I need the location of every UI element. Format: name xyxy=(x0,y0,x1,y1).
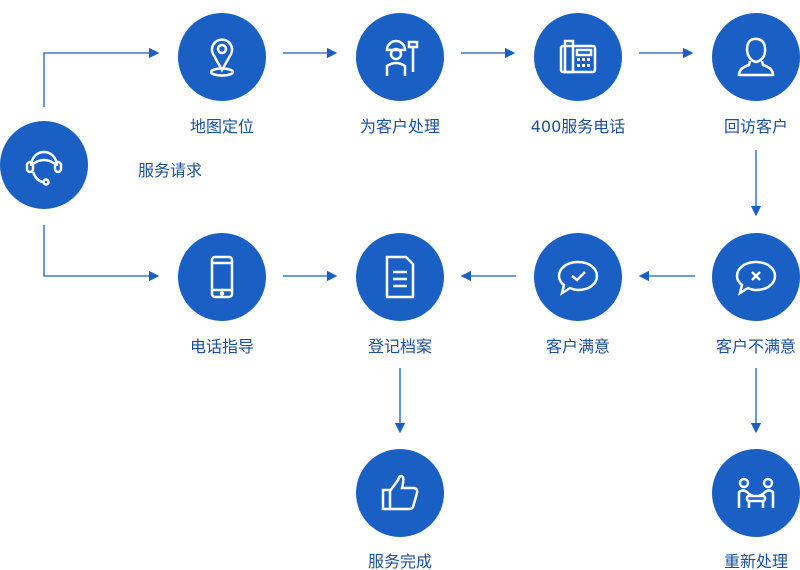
smartphone-icon xyxy=(210,255,234,299)
arrow-request-to-phone-guide xyxy=(43,225,160,282)
label-satisfied: 客户满意 xyxy=(545,337,611,356)
thumbs-up-icon xyxy=(381,474,419,511)
label-phone-guide: 电话指导 xyxy=(189,337,255,356)
node-map xyxy=(178,13,266,101)
node-request xyxy=(0,121,88,209)
node-done xyxy=(356,449,444,537)
node-hotline xyxy=(534,13,622,101)
label-callback: 回访客户 xyxy=(723,117,789,136)
label-done: 服务完成 xyxy=(367,552,433,570)
worker-icon xyxy=(385,39,419,76)
chat-x-icon xyxy=(735,260,777,296)
arrow-request-to-map xyxy=(43,47,160,107)
person-icon xyxy=(737,37,775,77)
label-handle: 为客户处理 xyxy=(359,117,441,136)
node-phone-guide xyxy=(178,233,266,321)
node-record xyxy=(356,233,444,321)
map-pin-icon xyxy=(209,38,235,77)
node-reprocess xyxy=(712,449,800,537)
chat-check-icon xyxy=(557,260,599,296)
document-icon xyxy=(385,255,415,299)
label-request: 服务请求 xyxy=(138,161,203,180)
label-hotline: 400服务电话 xyxy=(530,117,626,136)
telephone-icon xyxy=(559,39,597,74)
label-record: 登记档案 xyxy=(367,337,433,356)
headset-icon xyxy=(25,150,63,186)
node-unsatisfied xyxy=(712,233,800,321)
node-callback xyxy=(712,13,800,101)
node-satisfied xyxy=(534,233,622,321)
label-unsatisfied: 客户不满意 xyxy=(715,337,797,356)
meeting-icon xyxy=(737,477,775,508)
label-map: 地图定位 xyxy=(189,117,255,136)
label-reprocess: 重新处理 xyxy=(723,552,789,570)
node-handle xyxy=(356,13,444,101)
